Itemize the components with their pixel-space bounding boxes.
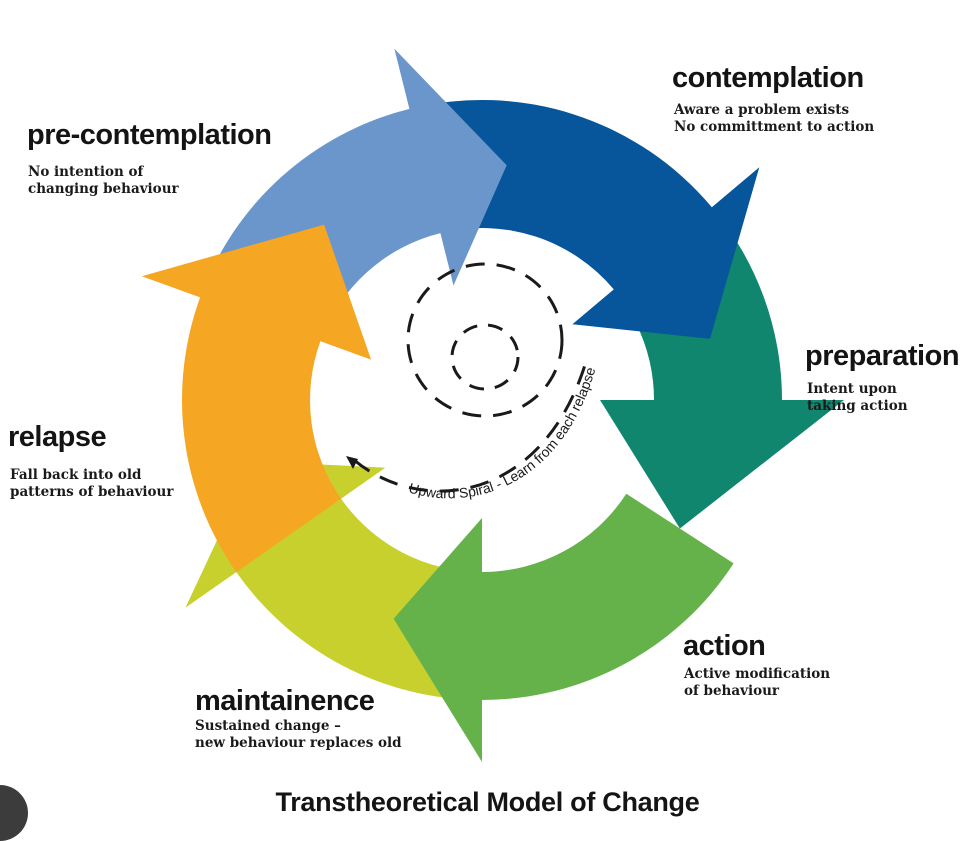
desc-line: Aware a problem exists — [674, 102, 850, 118]
stage-desc-maintainence: Sustained change – new behaviour replace… — [195, 718, 402, 752]
stage-desc-relapse: Fall back into old patterns of behaviour — [10, 467, 173, 501]
spiral-outer-ring — [406, 262, 564, 418]
diagram-title: Transtheoretical Model of Change — [275, 787, 700, 817]
spiral-label-track — [353, 364, 587, 493]
upward-spiral: Upward Spiral - Learn from each relapse — [346, 262, 599, 501]
arrow-relapse — [141, 224, 372, 573]
stage-desc-preparation: Intent upon taking action — [807, 381, 908, 415]
desc-line: Intent upon — [807, 381, 897, 397]
desc-line: new behaviour replaces old — [195, 735, 402, 751]
desc-line: taking action — [807, 398, 908, 414]
stage-desc-pre-contemplation: No intention of changing behaviour — [28, 164, 179, 198]
spiral-arrowhead-icon — [346, 456, 358, 469]
stage-title-contemplation: contemplation — [672, 62, 864, 94]
stage-title-maintainence: maintainence — [195, 685, 375, 717]
arrow-action — [393, 493, 734, 762]
desc-line: Sustained change – — [195, 718, 341, 734]
stage-title-action: action — [683, 630, 766, 662]
desc-line: No committment to action — [674, 119, 875, 135]
stage-title-relapse: relapse — [8, 421, 107, 453]
stage-desc-action: Active modification of behaviour — [684, 666, 830, 700]
cycle-diagram: Upward Spiral - Learn from each relapse — [141, 48, 844, 762]
desc-line: patterns of behaviour — [10, 484, 174, 500]
stage-title-pre-contemplation: pre-contemplation — [27, 119, 272, 151]
cycle-arrows — [141, 48, 844, 762]
stage-title-preparation: preparation — [805, 340, 960, 372]
stage-desc-contemplation: Aware a problem exists No committment to… — [674, 102, 874, 136]
desc-line: of behaviour — [684, 683, 780, 699]
desc-line: changing behaviour — [28, 181, 179, 197]
desc-line: Fall back into old — [10, 467, 142, 483]
spiral-inner-ring — [450, 323, 520, 391]
desc-line: No intention of — [28, 164, 144, 180]
desc-line: Active modification — [684, 666, 831, 682]
